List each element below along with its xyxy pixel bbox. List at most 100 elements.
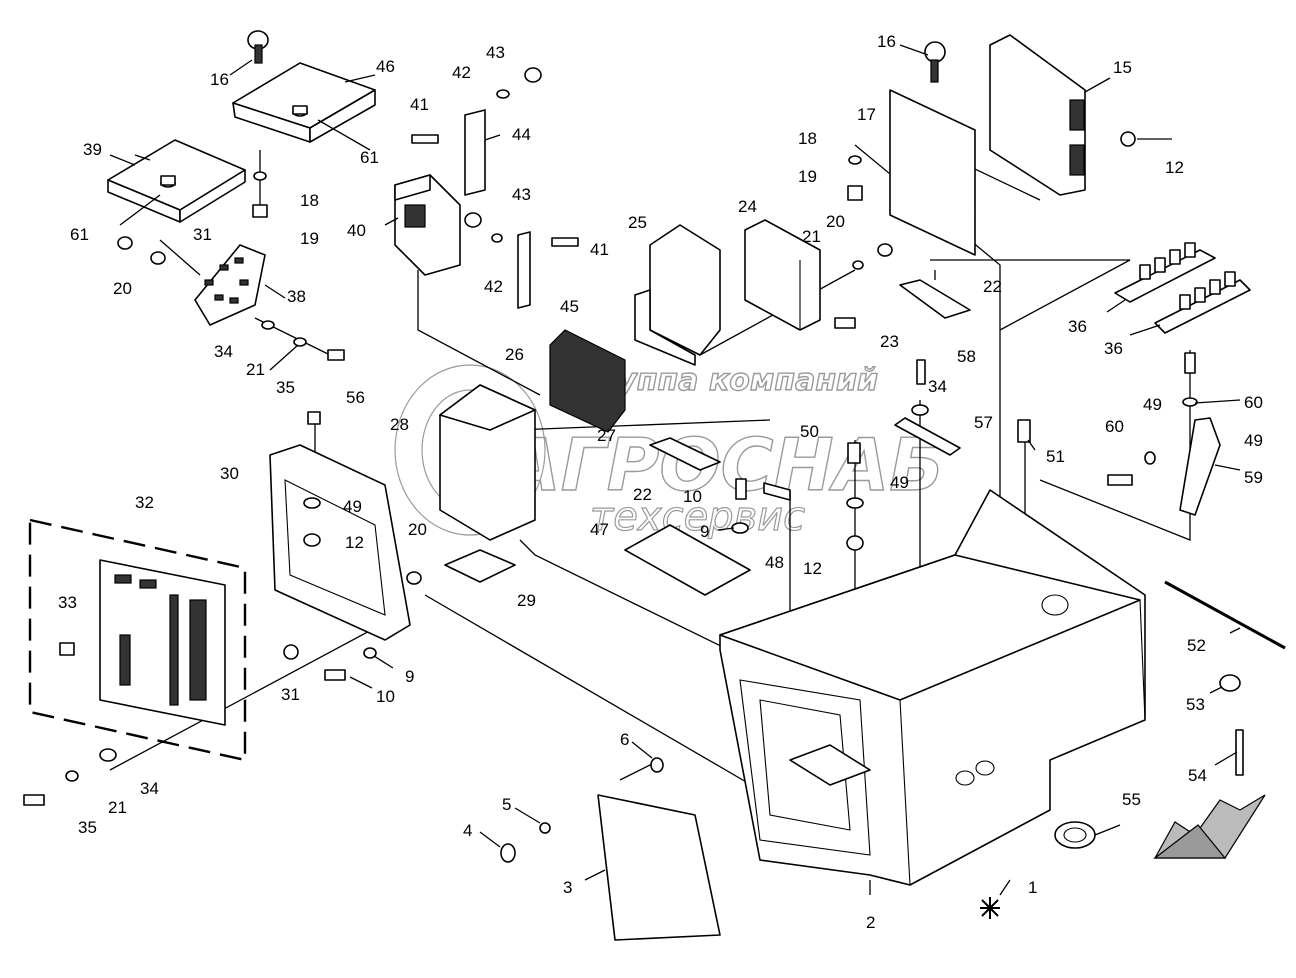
callout-9b: 9 xyxy=(700,522,709,541)
callout-12a: 12 xyxy=(1165,158,1184,177)
part-52-tie xyxy=(1164,580,1286,650)
callout-16b: 16 xyxy=(877,32,896,51)
callout-49d: 49 xyxy=(1244,431,1263,450)
part-39-plate xyxy=(107,139,246,223)
callout-32: 32 xyxy=(135,493,154,512)
callout-54: 54 xyxy=(1188,766,1207,785)
callout-42b: 42 xyxy=(484,277,503,296)
callout-22a: 22 xyxy=(983,277,1002,296)
callout-36b: 36 xyxy=(1104,339,1123,358)
callout-35b: 35 xyxy=(78,818,97,837)
part-29-pad xyxy=(444,549,516,583)
part-24-module xyxy=(744,219,821,331)
part-26-heatsink xyxy=(549,329,626,433)
callout-36a: 36 xyxy=(1068,317,1087,336)
part-3-plate xyxy=(500,757,721,941)
callout-21a: 21 xyxy=(246,360,265,379)
callout-40: 40 xyxy=(347,221,366,240)
callout-10a: 10 xyxy=(376,687,395,706)
watermark-line1: группа компаний xyxy=(580,363,878,398)
callout-38: 38 xyxy=(287,287,306,306)
callout-35a: 35 xyxy=(276,378,295,397)
callout-34c: 34 xyxy=(140,779,159,798)
callout-49c: 49 xyxy=(1143,395,1162,414)
callout-55: 55 xyxy=(1122,790,1141,809)
callout-19a: 19 xyxy=(300,229,319,248)
part-2-housing xyxy=(719,489,1146,886)
callout-24: 24 xyxy=(738,197,757,216)
callout-31a: 31 xyxy=(193,225,212,244)
callout-34a: 34 xyxy=(214,342,233,361)
callout-34b: 34 xyxy=(928,377,947,396)
callout-41a: 41 xyxy=(410,95,429,114)
callout-43a: 43 xyxy=(486,43,505,62)
callout-23: 23 xyxy=(880,332,899,351)
part-28-box xyxy=(439,384,536,541)
part-20-31-nuts xyxy=(117,236,345,361)
part-40-module xyxy=(394,174,461,276)
callout-60b: 60 xyxy=(1105,417,1124,436)
callout-44: 44 xyxy=(512,125,531,144)
part-21-34-35-bottom xyxy=(23,644,377,806)
callout-45: 45 xyxy=(560,297,579,316)
part-47-tray xyxy=(624,524,751,596)
part-41-45-brackets xyxy=(411,67,579,309)
callout-49a: 49 xyxy=(343,497,362,516)
part-15-ecu xyxy=(989,34,1136,196)
callout-49b: 49 xyxy=(890,473,909,492)
callout-53: 53 xyxy=(1186,695,1205,714)
part-46-plate xyxy=(232,62,376,143)
asterisk-symbol-icon xyxy=(980,897,1000,919)
callout-61b: 61 xyxy=(360,148,379,167)
callout-20a: 20 xyxy=(113,279,132,298)
callout-30: 30 xyxy=(220,464,239,483)
callout-9a: 9 xyxy=(405,667,414,686)
callout-41b: 41 xyxy=(590,240,609,259)
callout-1: 1 xyxy=(1028,878,1037,897)
part-18-19-left xyxy=(252,171,268,218)
callout-10b: 10 xyxy=(683,487,702,506)
part-57-strip xyxy=(894,359,961,456)
callout-12b: 12 xyxy=(345,533,364,552)
watermark-logo-ring xyxy=(394,364,546,536)
part-53-clip xyxy=(1219,674,1241,692)
callout-58: 58 xyxy=(957,347,976,366)
callout-20c: 20 xyxy=(408,520,427,539)
part-59-bracket xyxy=(1179,417,1221,516)
callout-19b: 19 xyxy=(798,167,817,186)
part-17-plate xyxy=(889,89,976,256)
callout-leaders xyxy=(109,44,1241,896)
callout-12c: 12 xyxy=(803,559,822,578)
callout-5: 5 xyxy=(502,795,511,814)
part-16-pin-right xyxy=(924,41,946,83)
callout-33: 33 xyxy=(58,593,77,612)
callout-46: 46 xyxy=(376,57,395,76)
callout-50: 50 xyxy=(800,422,819,441)
callout-42a: 42 xyxy=(452,63,471,82)
part-16-pin-left xyxy=(247,30,269,64)
part-18-19-right xyxy=(847,155,863,201)
part-22-pad-upper xyxy=(899,279,971,319)
callout-48: 48 xyxy=(765,553,784,572)
part-49-60-right xyxy=(1017,352,1198,486)
callout-52: 52 xyxy=(1187,636,1206,655)
part-30-frame xyxy=(269,411,422,641)
callout-labels: 1 2 3 4 5 6 9 9 10 10 12 12 12 15 16 16 … xyxy=(58,32,1263,932)
callout-39: 39 xyxy=(83,140,102,159)
part-55-grommet xyxy=(1054,821,1096,849)
callout-43b: 43 xyxy=(512,185,531,204)
callout-47: 47 xyxy=(590,520,609,539)
callout-18a: 18 xyxy=(300,191,319,210)
callout-26: 26 xyxy=(505,345,524,364)
part-32-board xyxy=(28,518,247,762)
callout-17: 17 xyxy=(857,105,876,124)
part-25-cover xyxy=(634,224,721,366)
callout-20b: 20 xyxy=(826,212,845,231)
callout-60a: 60 xyxy=(1244,393,1263,412)
callout-29: 29 xyxy=(517,591,536,610)
watermark: группа компаний АГРОСНАБ техсервис xyxy=(394,362,945,541)
callout-28: 28 xyxy=(390,415,409,434)
callout-2: 2 xyxy=(866,913,875,932)
